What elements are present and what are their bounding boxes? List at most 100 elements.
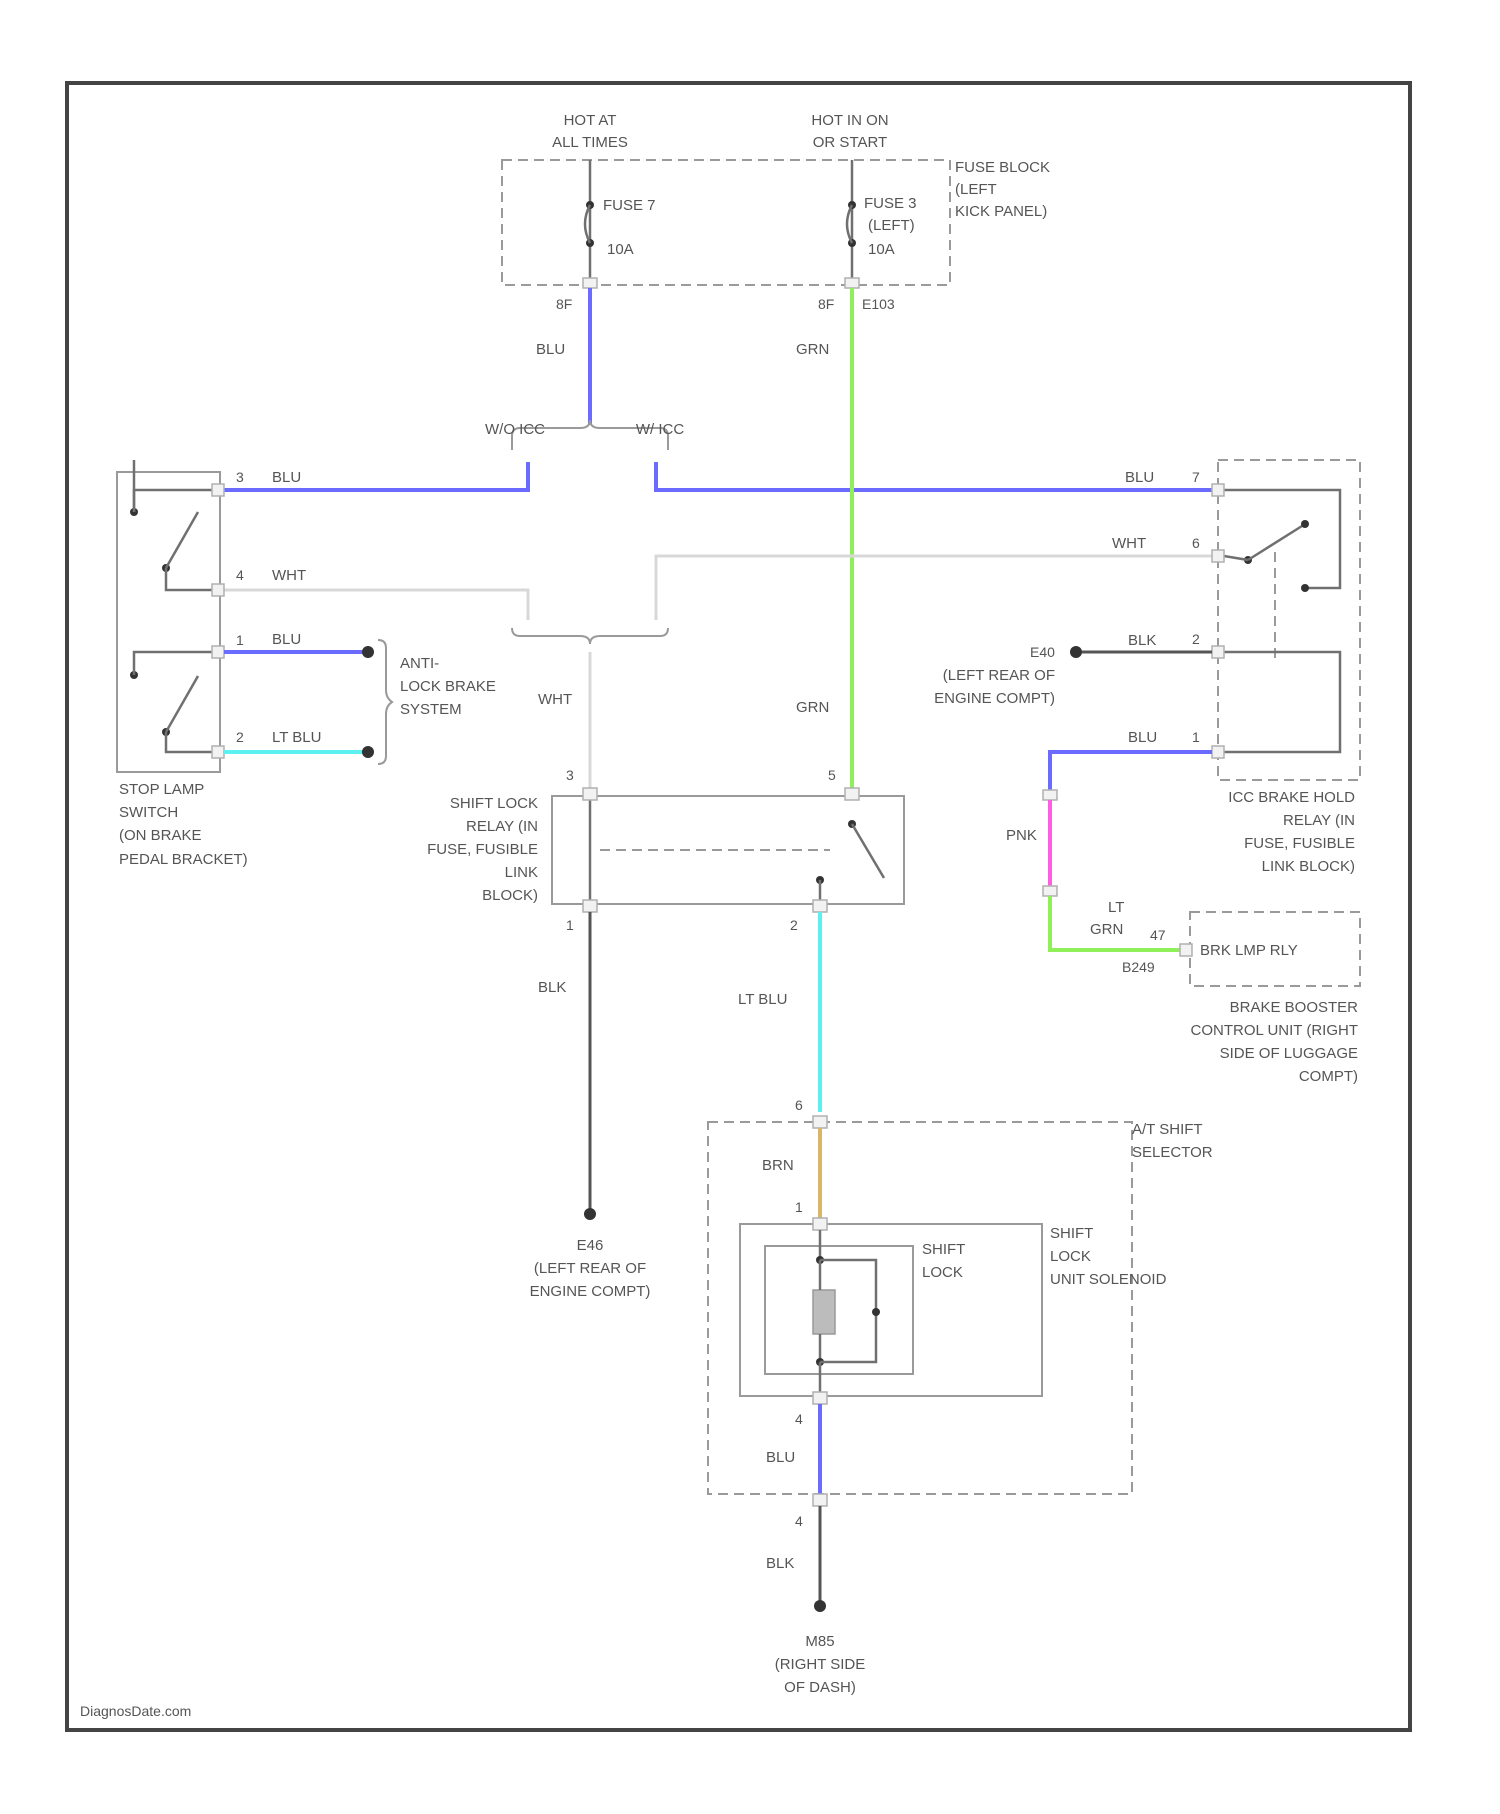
booster-pin: 47 xyxy=(1150,927,1166,943)
unit-label-2: LOCK xyxy=(1050,1248,1091,1265)
wire-label-wht-relay-3: WHT xyxy=(538,691,572,708)
wire-label-blk-m85: BLK xyxy=(766,1555,794,1572)
hot-in-on-label-1: HOT IN ON xyxy=(811,112,888,129)
fuse3-label-2: (LEFT) xyxy=(868,217,915,234)
icc-pin-2: 2 xyxy=(1192,631,1200,647)
wire-label-blu-icc-7: BLU xyxy=(1125,469,1154,486)
icc-label-2: RELAY (IN xyxy=(1283,812,1355,829)
stop-lamp-label-2: SWITCH xyxy=(119,804,178,821)
splice-without-icc: W/O ICC xyxy=(485,421,545,438)
fuse7-label: FUSE 7 xyxy=(603,197,656,214)
inner-label-1: SHIFT xyxy=(922,1241,965,1258)
wire-label-blu-selector: BLU xyxy=(766,1449,795,1466)
selector-label-2: SELECTOR xyxy=(1132,1144,1213,1161)
relay-label-1: SHIFT LOCK xyxy=(450,795,538,812)
inner-label-2: LOCK xyxy=(922,1264,963,1281)
wire-label-grn-top: GRN xyxy=(796,341,829,358)
hot-at-all-times-label-2: ALL TIMES xyxy=(552,134,628,151)
relay-label-3: FUSE, FUSIBLE xyxy=(427,841,538,858)
selector-pin-4-outer: 4 xyxy=(795,1513,803,1529)
wire-label-ltblu-abs: LT BLU xyxy=(272,729,321,746)
unit-label-1: SHIFT xyxy=(1050,1225,1093,1242)
abs-terminal-2 xyxy=(362,746,374,758)
splice-with-icc: W/ ICC xyxy=(636,421,684,438)
unit-label-3: UNIT SOLENOID xyxy=(1050,1271,1167,1288)
relay-pin-5: 5 xyxy=(828,767,836,783)
wire-label-grn-bottom: GRN xyxy=(796,699,829,716)
fuse3-rating: 10A xyxy=(868,241,895,258)
wire-label-brn: BRN xyxy=(762,1157,794,1174)
selector-pin-6: 6 xyxy=(795,1097,803,1113)
relay-label-2: RELAY (IN xyxy=(466,818,538,835)
selector-pin-1: 1 xyxy=(795,1199,803,1215)
ground-e40-icon xyxy=(1070,646,1082,658)
shift-lock-relay: 3 5 1 2 SHIFT LOCK RELAY (IN FUSE, FUSIB… xyxy=(427,767,904,933)
stop-lamp-pin-2: 2 xyxy=(236,729,244,745)
fuse7-rating: 10A xyxy=(607,241,634,258)
wire-label-ltgrn-2: GRN xyxy=(1090,921,1123,938)
pnk-connector-bottom xyxy=(1043,886,1057,896)
stop-lamp-pin-3: 3 xyxy=(236,469,244,485)
relay-label-5: BLOCK) xyxy=(482,887,538,904)
ground-e46-ref: E46 xyxy=(577,1237,604,1254)
icc-brake-hold-relay: 7 6 2 1 ICC BRAKE HOLD RELAY (IN FUSE, F… xyxy=(1192,460,1360,875)
hot-in-on-label-2: OR START xyxy=(813,134,887,151)
wire-label-blk-icc: BLK xyxy=(1128,632,1156,649)
abs-label-1: ANTI- xyxy=(400,655,439,672)
booster-label-1: BRAKE BOOSTER xyxy=(1230,999,1359,1016)
ground-m85-label-2: OF DASH) xyxy=(784,1679,856,1696)
fuse3-pin: 8F xyxy=(818,296,834,312)
fuse3-connector-ref: E103 xyxy=(862,296,895,312)
ground-m85-icon xyxy=(814,1600,826,1612)
wire-blu-icc-1 xyxy=(1050,752,1212,796)
icc-label-3: FUSE, FUSIBLE xyxy=(1244,835,1355,852)
ground-e46-label-1: (LEFT REAR OF xyxy=(534,1260,646,1277)
icc-pin-7: 7 xyxy=(1192,469,1200,485)
pnk-connector-top xyxy=(1043,790,1057,800)
icc-pin-6: 6 xyxy=(1192,535,1200,551)
ground-e40-label-2: ENGINE COMPT) xyxy=(934,690,1055,707)
solenoid-coil-icon xyxy=(813,1290,835,1334)
stop-lamp-label-4: PEDAL BRACKET) xyxy=(119,851,248,868)
abs-label-2: LOCK BRAKE xyxy=(400,678,496,695)
at-shift-selector: A/T SHIFT SELECTOR 6 BRN SHIFT LOCK UNIT… xyxy=(708,1097,1213,1529)
abs-bracket xyxy=(378,640,392,764)
booster-inner-label: BRK LMP RLY xyxy=(1200,942,1298,959)
diagram-frame xyxy=(67,83,1410,1730)
relay-pin-3: 3 xyxy=(566,767,574,783)
fuse-block-label-1: FUSE BLOCK xyxy=(955,159,1050,176)
fuse7-connector xyxy=(583,278,597,288)
relay-pin-2: 2 xyxy=(790,917,798,933)
fuse7-pin: 8F xyxy=(556,296,572,312)
selector-label-1: A/T SHIFT xyxy=(1132,1121,1203,1138)
stop-lamp-pin-4: 4 xyxy=(236,567,244,583)
shift-lock-inner xyxy=(765,1246,913,1374)
splice-lower xyxy=(512,628,668,644)
fuse3-connector xyxy=(845,278,859,288)
relay-pin-1: 1 xyxy=(566,917,574,933)
stop-lamp-label-1: STOP LAMP xyxy=(119,781,204,798)
ground-m85-ref: M85 xyxy=(805,1633,834,1650)
wire-label-blu-top: BLU xyxy=(536,341,565,358)
hot-at-all-times-label-1: HOT AT xyxy=(564,112,617,129)
watermark-text: DiagnosDate.com xyxy=(80,1703,191,1719)
fuse-block: HOT AT ALL TIMES HOT IN ON OR START FUSE… xyxy=(502,112,1050,312)
wire-label-ltgrn-1: LT xyxy=(1108,899,1124,916)
fuse3-label-1: FUSE 3 xyxy=(864,195,917,212)
abs-terminal-1 xyxy=(362,646,374,658)
wire-label-blu-stop-3: BLU xyxy=(272,469,301,486)
wire-label-blu-icc-1: BLU xyxy=(1128,729,1157,746)
booster-connector: B249 xyxy=(1122,959,1155,975)
icc-pin-1: 1 xyxy=(1192,729,1200,745)
abs-label-3: SYSTEM xyxy=(400,701,462,718)
fuse-block-label-2: (LEFT xyxy=(955,181,997,198)
shift-lock-unit-solenoid xyxy=(740,1224,1042,1396)
wire-wht-stop-lamp xyxy=(220,590,528,620)
wire-wht-icc xyxy=(656,556,1218,620)
brake-booster-control-unit: 47 B249 BRK LMP RLY BRAKE BOOSTER CONTRO… xyxy=(1122,912,1360,1085)
ground-e46-label-2: ENGINE COMPT) xyxy=(530,1283,651,1300)
ground-e46-icon xyxy=(584,1208,596,1220)
selector-pin-4-inner: 4 xyxy=(795,1411,803,1427)
ground-e40-label-1: (LEFT REAR OF xyxy=(943,667,1055,684)
